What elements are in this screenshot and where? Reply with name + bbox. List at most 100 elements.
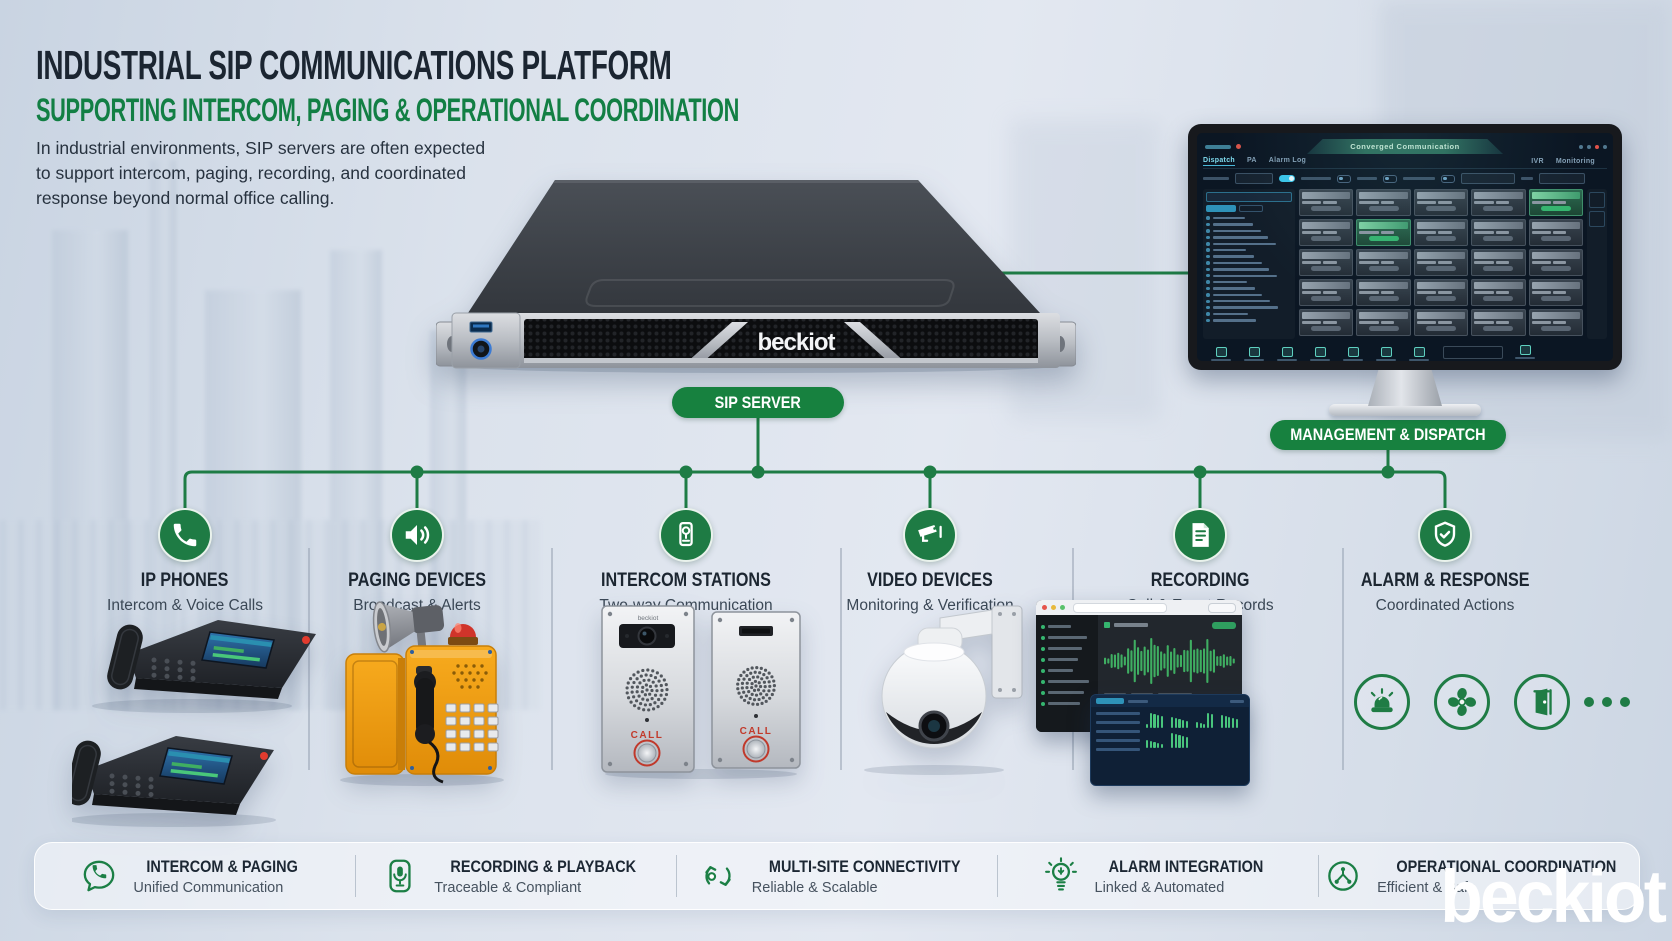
feature-subtitle: Unified Communication — [133, 879, 284, 896]
feature-subtitle: Linked & Automated — [1094, 879, 1225, 896]
dashboard-topbar: Converged Communication — [1203, 138, 1607, 155]
dashboard-tool — [1211, 346, 1231, 361]
management-dispatch-label: MANAGEMENT & DISPATCH — [1270, 420, 1506, 450]
door-icon — [1533, 688, 1552, 716]
extension-card — [1356, 279, 1411, 306]
page-description: In industrial environments, SIP servers … — [36, 138, 486, 208]
dashboard-tool — [1409, 346, 1429, 361]
dashboard-tab: Alarm Log — [1268, 157, 1307, 164]
dashboard-tabs: Dispatch PA Alarm Log IVR Monitoring — [1203, 155, 1607, 169]
management-monitor: Converged Communication Dispatch PA Alarm … — [1188, 124, 1622, 416]
dashboard-tab: PA — [1246, 157, 1257, 164]
sip-server-label: SIP SERVER — [672, 387, 844, 418]
extension-card — [1299, 249, 1354, 276]
category-circle-ip-phones — [158, 508, 212, 562]
category-subtitle: Monitoring & Verification — [846, 597, 1014, 614]
dashboard-title: Converged Communication — [1350, 142, 1460, 151]
feature-subtitle: Traceable & Compliant — [434, 879, 582, 896]
dashboard-filter-row — [1203, 171, 1607, 186]
speaker-grid — [625, 668, 669, 712]
dashboard-tool — [1244, 346, 1264, 361]
category-title: INTERCOM STATIONS — [601, 570, 771, 591]
call-label: CALL — [740, 726, 773, 737]
feature-title: INTERCOM & PAGING — [146, 856, 299, 876]
page-title: INDUSTRIAL SIP COMMUNICATIONS PLATFORM — [36, 42, 672, 88]
column-divider — [551, 548, 553, 770]
dashboard-logo — [1205, 144, 1231, 149]
category-circle-alarm — [1418, 508, 1472, 562]
feature-divider — [676, 855, 677, 897]
monitor-stand — [1368, 370, 1442, 406]
dashboard-screen: Converged Communication Dispatch PA Alarm … — [1197, 133, 1613, 361]
category-circle-paging — [390, 508, 444, 562]
coordination-icon — [1328, 861, 1358, 891]
handset — [414, 671, 444, 784]
fan-icon — [1447, 687, 1477, 717]
extension-card — [1299, 309, 1354, 336]
chat-phone-icon — [84, 860, 115, 892]
extension-card — [1471, 189, 1526, 216]
play-button — [1212, 621, 1236, 629]
shield-check-icon — [1434, 521, 1456, 547]
microphone-icon — [389, 859, 411, 893]
alarm-beacon — [448, 623, 478, 645]
extension-card — [1471, 309, 1526, 336]
minimize-icon — [1051, 605, 1056, 610]
intercom-brand: beckiot — [638, 615, 659, 622]
monitor-bezel: Converged Communication Dispatch PA Alarm … — [1188, 124, 1622, 370]
dashboard-right-panel — [1587, 189, 1607, 339]
extension-card — [1471, 279, 1526, 306]
call-label: CALL — [631, 730, 664, 741]
horn-speaker — [372, 601, 445, 653]
extension-card — [1299, 279, 1354, 306]
browser-titlebar — [1036, 600, 1242, 615]
extension-card — [1413, 189, 1469, 216]
brand-watermark: beckiot — [1440, 855, 1667, 938]
column-divider — [1342, 548, 1344, 770]
speaker-holes — [452, 664, 488, 689]
feature-subtitle: Efficient & Safe — [1377, 879, 1476, 896]
keypad — [445, 703, 499, 752]
ellipsis-dot — [1584, 697, 1594, 707]
feature-divider — [997, 855, 998, 897]
category-subtitle: Intercom & Voice Calls — [107, 597, 263, 614]
extension-card — [1299, 189, 1354, 216]
dashboard-tool — [1376, 346, 1396, 361]
siren-icon — [1370, 688, 1394, 713]
sip-server-device: beckiot — [436, 180, 1076, 373]
extension-card — [1471, 249, 1526, 276]
extension-card — [1413, 309, 1469, 336]
category-title: ALARM & RESPONSE — [1360, 570, 1530, 591]
category-title: VIDEO DEVICES — [867, 570, 993, 591]
cctv-camera-icon — [918, 525, 942, 542]
extension-card — [1413, 279, 1469, 306]
category-title: IP PHONES — [141, 570, 229, 591]
call-button — [746, 739, 766, 759]
ventilation-response-icon — [1434, 674, 1490, 730]
column-divider — [840, 548, 842, 770]
dashboard-tab: Dispatch — [1203, 157, 1235, 166]
extension-card — [1356, 189, 1411, 216]
intercom-stations-image: beckiot CALL CALL — [601, 605, 801, 779]
feature-subtitle: Reliable & Scalable — [751, 879, 878, 896]
speaker-icon — [405, 525, 430, 545]
speaker-grid — [736, 666, 776, 706]
siren-response-icon — [1354, 674, 1410, 730]
category-subtitle: Coordinated Actions — [1375, 597, 1515, 614]
feature-title: ALARM INTEGRATION — [1108, 856, 1263, 876]
dashboard-tab: Monitoring — [1555, 158, 1595, 165]
dashboard-tab: IVR — [1531, 158, 1544, 165]
dashboard-title-banner: Converged Communication — [1307, 139, 1503, 154]
extension-card — [1356, 219, 1411, 246]
dashboard-tool — [1277, 346, 1297, 361]
feature-divider — [1318, 855, 1319, 897]
feature-title: RECORDING & PLAYBACK — [450, 856, 637, 876]
dashboard-extension-grid — [1299, 189, 1583, 339]
paging-device-image — [340, 601, 504, 786]
extension-card — [1356, 309, 1411, 336]
close-icon — [1042, 605, 1047, 610]
dashboard-sidebar-tabs — [1206, 205, 1292, 212]
dashboard-topbar-icons — [1579, 144, 1607, 149]
feature-operational-coordination: OPERATIONAL COORDINATION Efficient & Saf… — [1319, 855, 1639, 897]
category-circle-intercom — [659, 508, 713, 562]
